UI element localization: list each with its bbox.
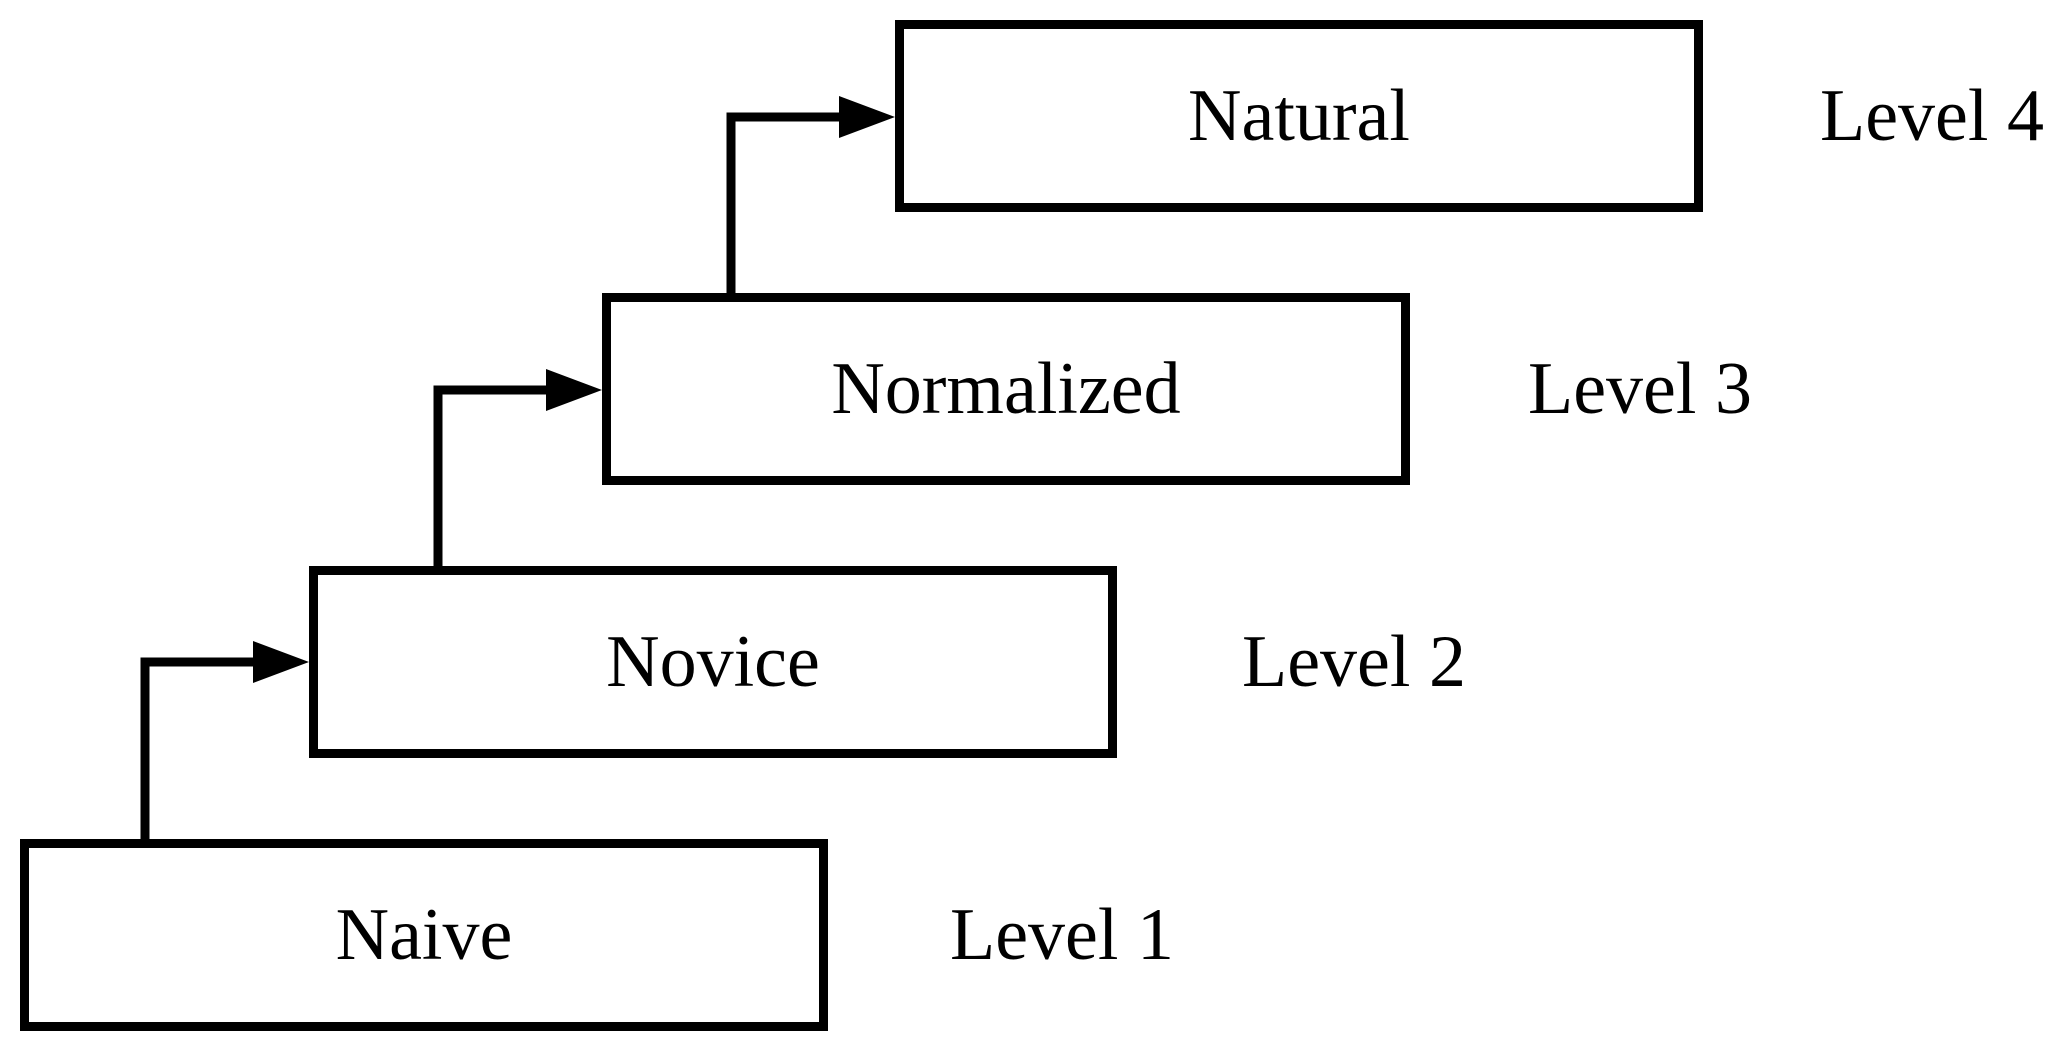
box-naive-label: Naive (335, 894, 513, 976)
box-normalized-label: Normalized (831, 348, 1181, 430)
level-4-label: Level 4 (1820, 75, 2044, 157)
arrowhead-icon (546, 369, 602, 411)
box-natural-label: Natural (1188, 75, 1410, 157)
level-3-label: Level 3 (1528, 348, 1752, 430)
arrowhead-icon (253, 641, 309, 683)
box-novice: Novice (309, 566, 1117, 758)
level-2-label: Level 2 (1242, 621, 1466, 703)
arrow-novice-to-normalized (433, 369, 602, 570)
box-novice-label: Novice (606, 621, 820, 703)
arrowhead-icon (839, 96, 895, 138)
level-1-label: Level 1 (950, 894, 1174, 976)
arrow-novice-to-normalized-line (433, 385, 549, 570)
arrow-normalized-to-natural (726, 96, 895, 297)
box-normalized: Normalized (602, 293, 1410, 485)
arrow-normalized-to-natural-line (726, 112, 842, 297)
box-naive: Naive (20, 839, 828, 1031)
arrow-naive-to-novice (140, 641, 309, 843)
box-natural: Natural (895, 20, 1703, 212)
arrow-naive-to-novice-line (140, 657, 256, 843)
